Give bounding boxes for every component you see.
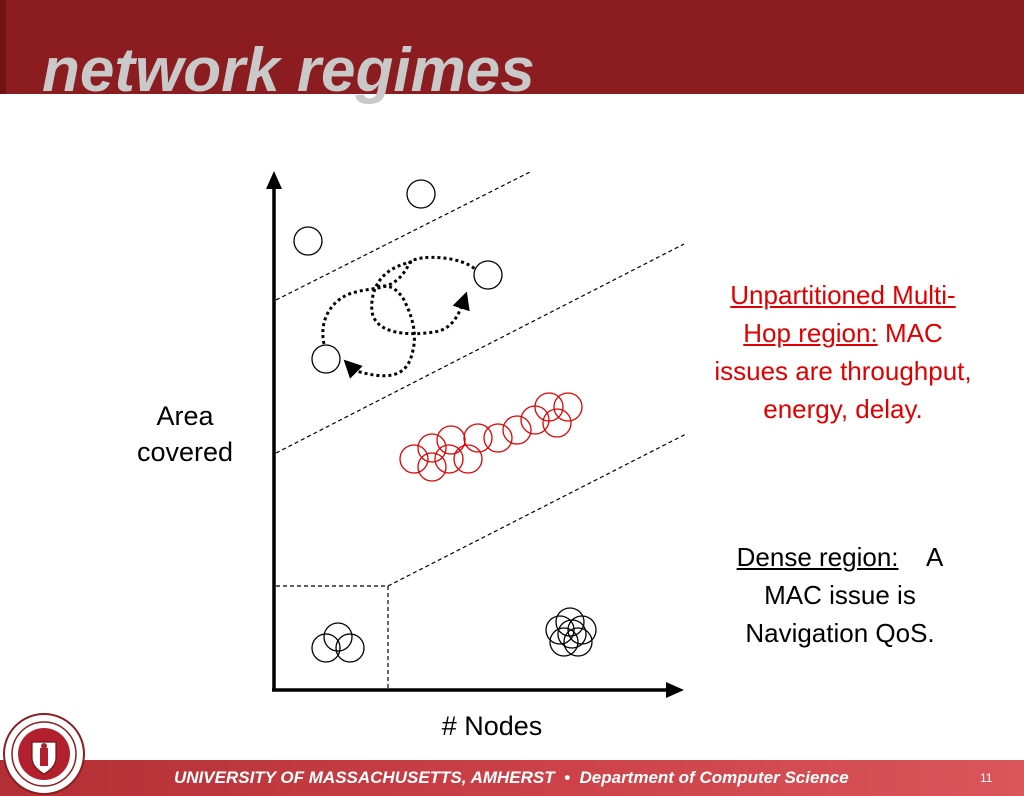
footer-text: UNIVERSITY OF MASSACHUSETTS, AMHERST • D… — [174, 767, 849, 789]
node-circle — [335, 633, 365, 663]
header-bar — [0, 0, 1024, 94]
red-node-circle — [453, 444, 483, 474]
red-node-circle — [399, 444, 429, 474]
node-circle — [557, 619, 587, 649]
red-node-circle — [483, 423, 513, 453]
footer-bar — [0, 760, 1024, 796]
red-node-circle — [542, 408, 572, 438]
red-node-circle — [502, 415, 532, 445]
node-circle — [311, 633, 341, 663]
node-circle — [473, 260, 503, 290]
partitioned-nodes — [293, 179, 436, 256]
axes — [266, 171, 684, 698]
red-node-circle — [463, 423, 493, 453]
slide-title: network regimes — [42, 36, 535, 105]
footer-separator: • — [564, 768, 571, 787]
node-circle — [293, 226, 323, 256]
y-axis-label: Area covered — [136, 401, 234, 467]
red-node-circle — [553, 392, 583, 422]
university-seal-icon — [3, 713, 85, 795]
page-number: 11 — [980, 771, 993, 785]
connected-node-chain — [399, 392, 583, 482]
red-node-circle — [417, 452, 447, 482]
mobile-path-nodes — [311, 255, 503, 379]
node-circle — [311, 344, 341, 374]
node-circle — [549, 627, 579, 657]
node-circle — [323, 622, 353, 652]
boundary-line-bottom — [387, 433, 687, 587]
y-axis-arrowhead — [266, 171, 282, 189]
dotted-path-upper — [321, 255, 478, 345]
header-bar-edge — [0, 0, 6, 94]
footer-institution: UNIVERSITY OF MASSACHUSETTS, AMHERST — [174, 768, 555, 787]
red-node-circle — [534, 392, 564, 422]
dense-heading: Dense region: — [736, 542, 899, 572]
node-circle — [563, 627, 593, 657]
x-axis-label: # Nodes — [441, 711, 543, 741]
boundary-line-middle — [275, 243, 685, 454]
dotted-path-lower — [343, 284, 416, 379]
footer-department: Department of Computer Science — [579, 768, 849, 787]
boundary-line-top — [275, 171, 531, 301]
x-axis-arrowhead — [666, 682, 684, 698]
unpartitioned-region-note: Unpartitioned Multi-Hop region: MAC issu… — [712, 276, 974, 428]
unpartitioned-heading: Unpartitioned Multi-Hop region: — [730, 280, 956, 348]
red-node-circle — [417, 433, 447, 463]
red-node-circle — [436, 425, 466, 455]
small-dense-cluster — [311, 622, 365, 663]
unpartitioned-body: MAC issues are throughput, energy, delay… — [714, 318, 972, 424]
region-boundaries — [275, 171, 687, 690]
dotted-path-loop — [370, 260, 470, 336]
dense-body: A MAC issue is Navigation QoS. — [745, 542, 944, 648]
node-circle — [545, 615, 575, 645]
red-node-circle — [434, 444, 464, 474]
large-dense-cluster — [545, 607, 597, 657]
node-circle — [406, 179, 436, 209]
dense-region-note: Dense region: A MAC issue is Navigation … — [706, 538, 974, 652]
